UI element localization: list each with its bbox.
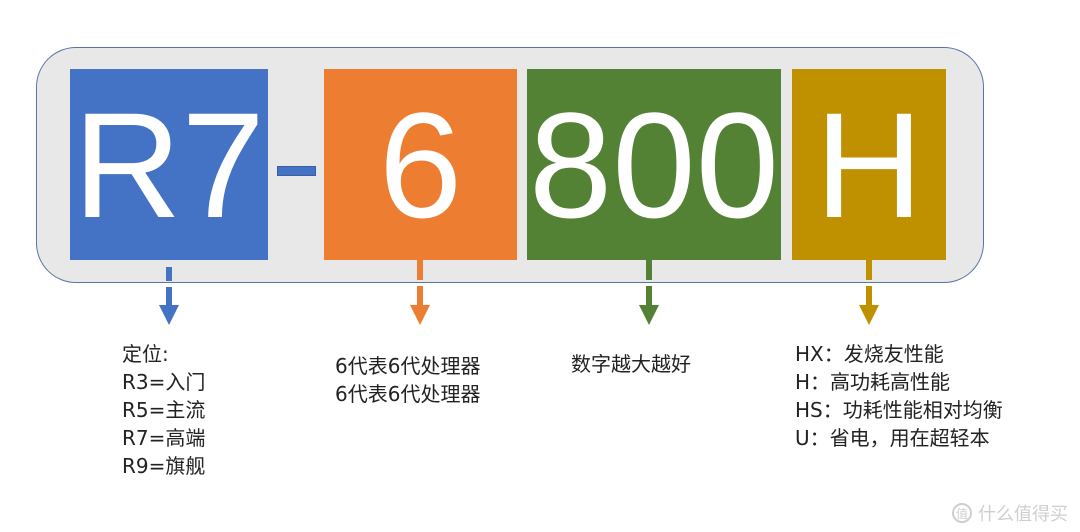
arrow-down-icon (859, 305, 879, 325)
annotation-model: 数字越大越好 (571, 350, 691, 378)
annotation-generation: 6代表6代处理器 6代表6代处理器 (335, 352, 480, 408)
arrow-down-icon (159, 305, 179, 325)
dash-separator (277, 166, 316, 176)
arrow-down-icon (639, 305, 659, 325)
annotation-line: 数字越大越好 (571, 352, 691, 376)
arrow-down-icon (410, 305, 430, 325)
annotation-line: R5=主流 (122, 398, 206, 422)
annotation-line: 6代表6代处理器 (335, 354, 481, 378)
watermark-text: 什么值得买 (978, 504, 1068, 525)
watermark: 值 什么值得买 (952, 500, 1068, 526)
annotation-line: R7=高端 (122, 426, 206, 450)
annotation-suffix: HX：发烧友性能 H：高功耗高性能 HS：功耗性能相对均衡 U：省电，用在超轻本 (795, 340, 1003, 452)
annotation-line: HX：发烧友性能 (795, 342, 944, 366)
annotation-line: R9=旗舰 (122, 454, 206, 478)
segment-generation: 6 (324, 69, 517, 260)
segment-suffix-text: H (814, 80, 924, 249)
annotation-line: U：省电，用在超轻本 (795, 426, 990, 450)
annotation-line: R3=入门 (122, 370, 206, 394)
annotation-line: 定位: (122, 342, 169, 366)
segment-tier-text: R7 (73, 80, 265, 249)
segment-model-text: 800 (528, 80, 780, 249)
watermark-logo-icon: 值 (952, 503, 972, 523)
segment-generation-text: 6 (378, 80, 463, 249)
segment-model: 800 (527, 69, 781, 260)
annotation-line: HS：功耗性能相对均衡 (795, 398, 1003, 422)
annotation-tier: 定位: R3=入门 R5=主流 R7=高端 R9=旗舰 (122, 340, 205, 480)
segment-tier: R7 (70, 69, 268, 260)
annotation-line: 6代表6代处理器 (335, 382, 481, 406)
annotation-line: H：高功耗高性能 (795, 370, 951, 394)
segment-suffix: H (792, 69, 946, 260)
